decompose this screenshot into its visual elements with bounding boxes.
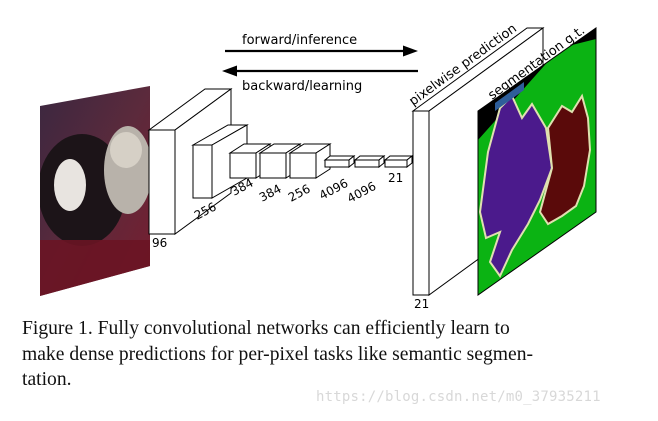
caption-line: make dense predictions for per-pixel tas… xyxy=(22,343,534,365)
layer-label-21: 21 xyxy=(388,171,403,185)
layer-block-21 xyxy=(383,154,414,169)
layer-label-4096b: 4096 xyxy=(345,179,379,206)
photo-cat-face xyxy=(110,132,142,168)
layer-label-384b: 384 xyxy=(257,182,284,205)
fcn-diagram: forward/inference backward/learning 96 2… xyxy=(40,21,597,311)
layer-label-96: 96 xyxy=(152,236,167,250)
caption-line: tation. xyxy=(22,369,72,390)
layer-label-4096a: 4096 xyxy=(317,176,351,203)
gt-frame xyxy=(477,27,597,296)
caption-line: Figure 1. Fully convolutional networks c… xyxy=(22,318,510,339)
gt-dog-segment xyxy=(478,94,554,278)
photo-dog-face xyxy=(54,159,86,211)
gt-highlight-bar xyxy=(495,82,524,111)
forward-arrow xyxy=(225,45,418,57)
input-photo xyxy=(40,86,150,296)
prediction-depth-label: 21 xyxy=(414,297,429,311)
photo-blanket xyxy=(40,240,150,296)
backward-arrow xyxy=(222,65,418,77)
figure-caption: Figure 1. Fully convolutional networks c… xyxy=(22,316,642,393)
layer-label-256b: 256 xyxy=(286,182,313,205)
layer-block-4096a xyxy=(323,154,356,169)
layer-block-4096b xyxy=(353,154,386,169)
backward-label: backward/learning xyxy=(242,79,362,94)
layer-block-256b xyxy=(288,143,332,179)
forward-label: forward/inference xyxy=(242,33,357,48)
watermark: https://blog.csdn.net/m0_37935211 xyxy=(316,389,601,405)
gt-cat-segment xyxy=(538,93,592,226)
